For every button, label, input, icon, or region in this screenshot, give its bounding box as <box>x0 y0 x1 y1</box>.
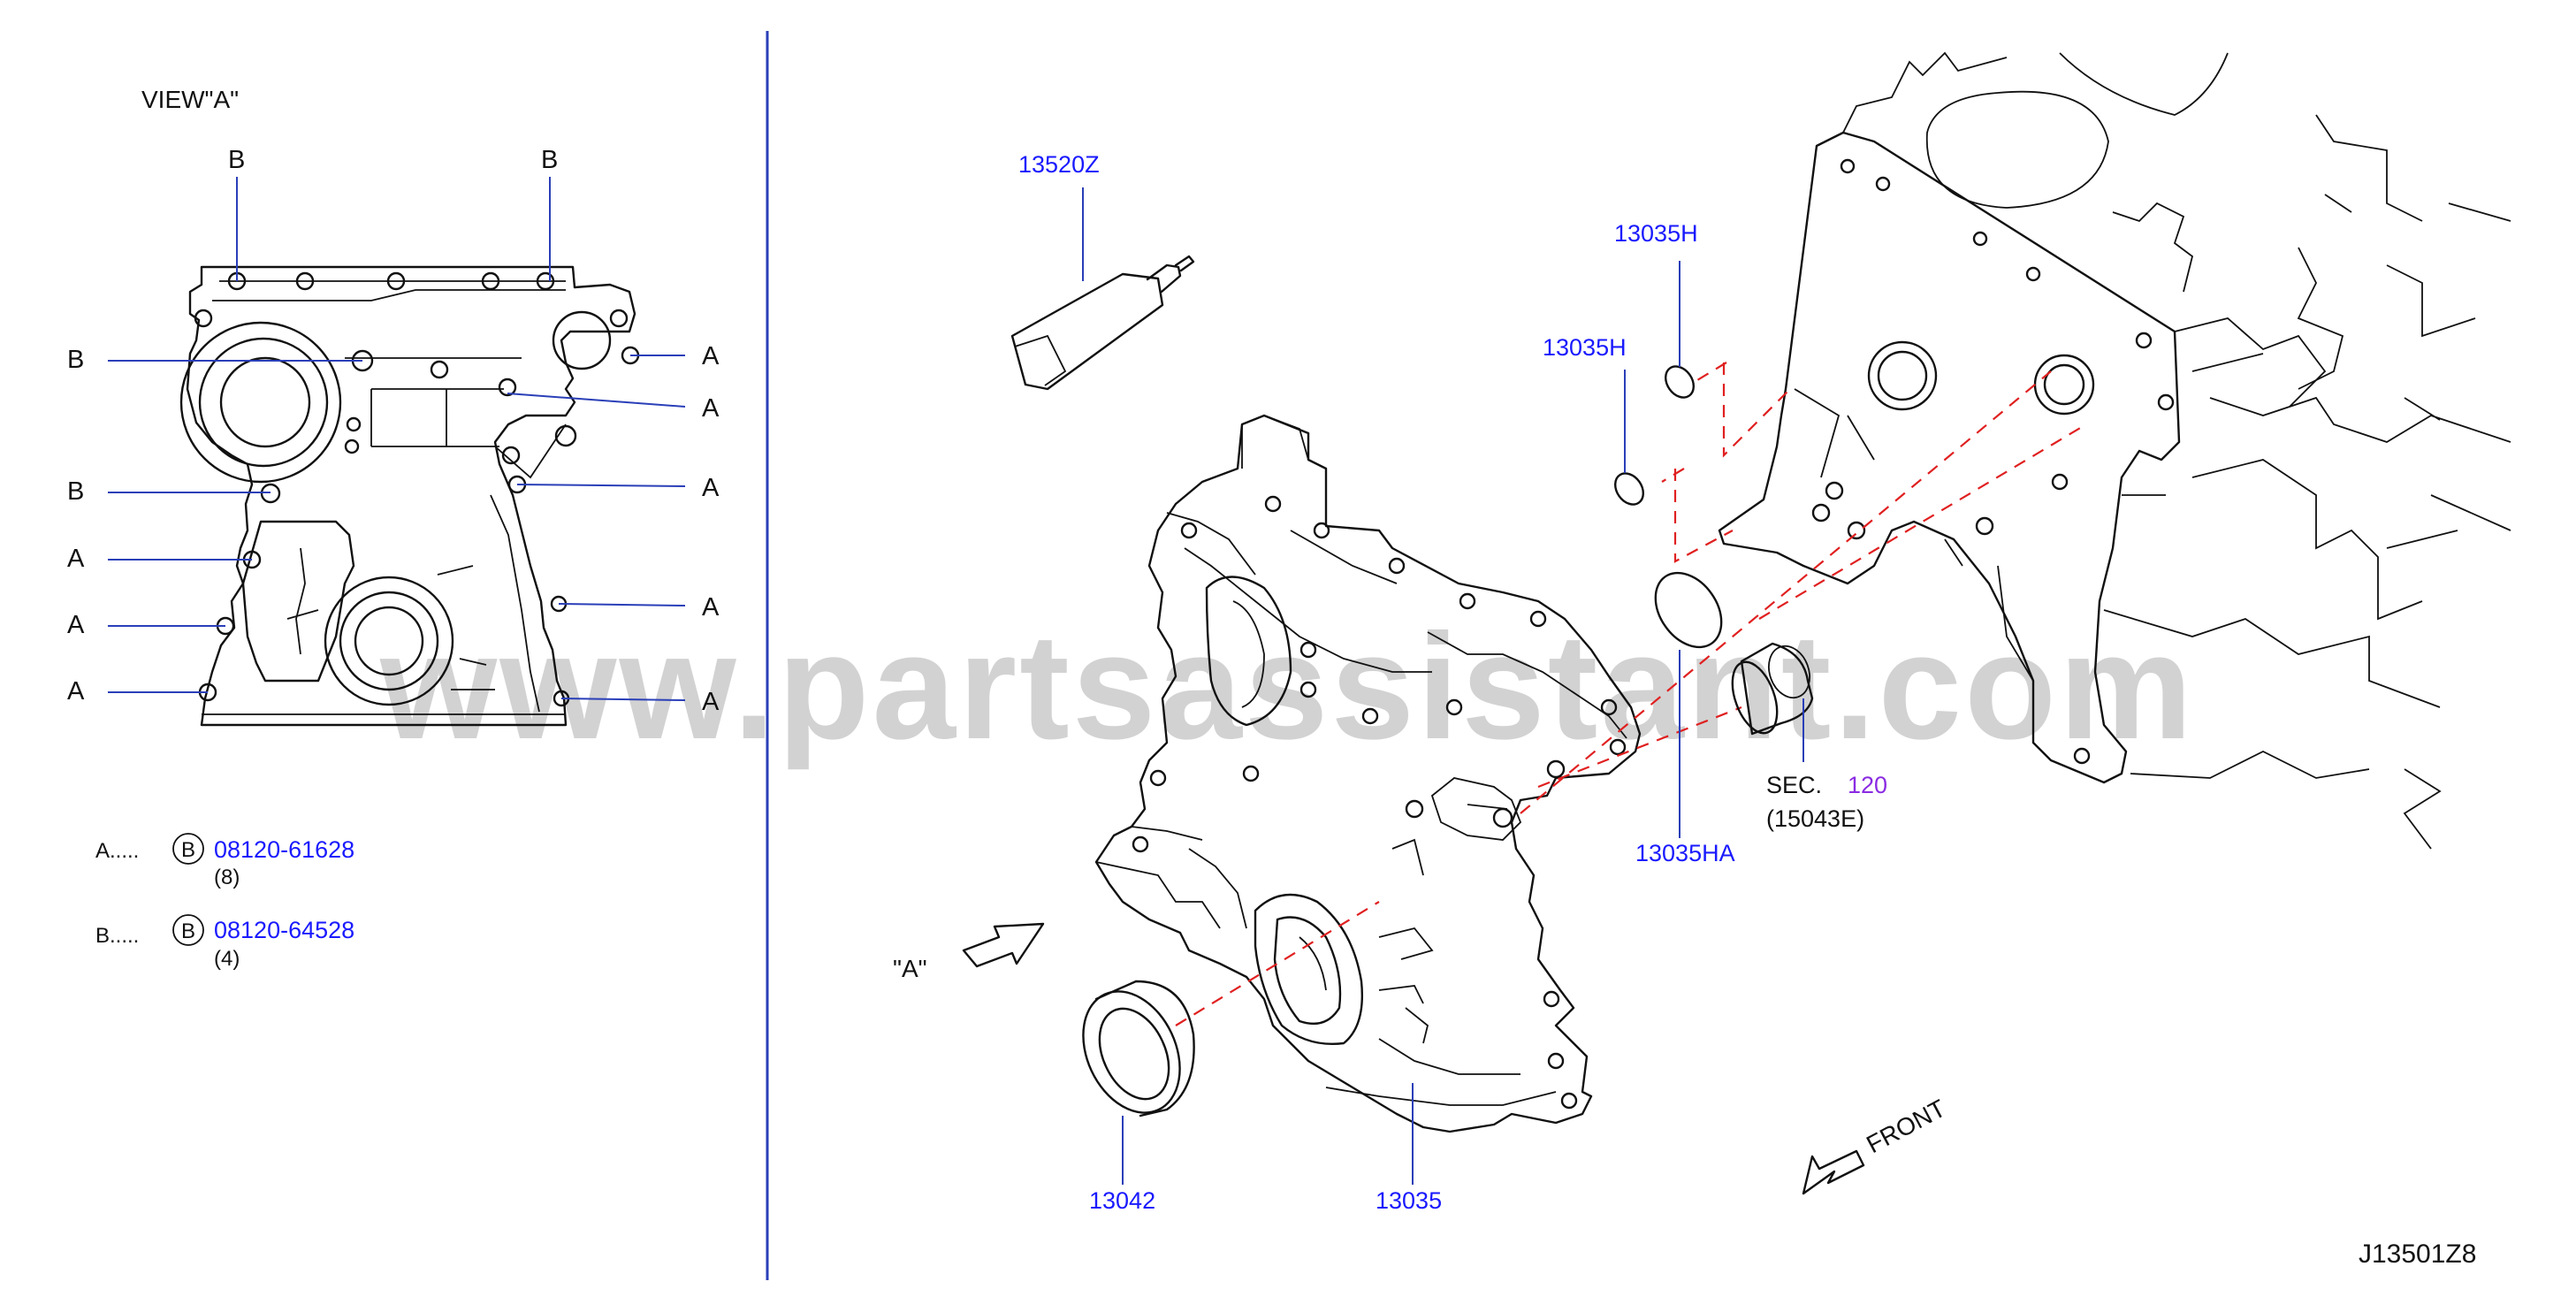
bolt-symbol-icon <box>172 914 204 946</box>
front-label: FRONT <box>1862 1095 1950 1159</box>
timing-cover-drawing <box>1094 414 1642 1133</box>
view-mark-right-3: A <box>702 474 720 502</box>
section-sub-part: (15043E) <box>1766 805 1864 832</box>
part-link-13520z[interactable]: 13520Z <box>1018 151 1100 178</box>
sealant-tube-drawing <box>1010 255 1195 391</box>
bolt-symbol-letter: B <box>181 838 195 862</box>
view-a-panel: VIEW"A" <box>67 86 720 971</box>
bolt-legend: A..... B 08120-61628 (8) B..... B 08120-… <box>95 833 354 971</box>
bolt-symbol-icon <box>172 833 204 865</box>
bolt-part-link[interactable]: 08120-64528 <box>214 917 354 943</box>
view-arrow-label: "A" <box>893 955 927 982</box>
view-mark-right-2: A <box>702 394 720 423</box>
bolt-legend-row-a: A..... B 08120-61628 (8) <box>95 833 354 889</box>
view-a-arrow: "A" <box>893 922 1045 982</box>
bolt-legend-row-b: B..... B 08120-64528 (4) <box>95 914 354 971</box>
view-mark-right-1: A <box>702 342 720 370</box>
view-mark-left-2: B <box>67 477 84 506</box>
part-link-13035ha[interactable]: 13035HA <box>1635 840 1735 866</box>
exploded-view-panel: "A" FRONT 13520Z 13035H 13035H 13035HA 1… <box>893 51 2511 1269</box>
section-label: SEC. <box>1766 772 1822 798</box>
view-mark-left-1: B <box>67 346 84 374</box>
view-mark-left-4: A <box>67 611 85 639</box>
bolt-qty: (4) <box>214 947 240 971</box>
bolt-legend-prefix: A..... <box>95 839 139 863</box>
view-mark-right-5: A <box>702 688 720 716</box>
bolt-qty: (8) <box>214 866 240 889</box>
diagram-id: J13501Z8 <box>2359 1240 2476 1269</box>
seal-15043e-drawing <box>1731 642 1814 736</box>
engine-block-drawing <box>1718 51 2511 850</box>
view-a-leaders <box>108 177 686 701</box>
alignment-dash-lines <box>1175 362 2087 1026</box>
bolt-legend-prefix: B..... <box>95 924 139 948</box>
section-reference: SEC. 120 (15043E) <box>1766 772 1887 832</box>
part-link-13035h-upper[interactable]: 13035H <box>1614 220 1698 247</box>
section-link-120[interactable]: 120 <box>1848 772 1887 798</box>
bolt-symbol-letter: B <box>181 919 195 943</box>
o-ring-13035ha <box>1654 571 1723 649</box>
view-title: VIEW"A" <box>141 86 239 113</box>
view-mark-top-right: B <box>541 146 558 174</box>
o-ring-13035h-upper <box>1664 365 1696 399</box>
view-mark-right-4: A <box>702 593 720 622</box>
exploded-leaders <box>1082 187 1804 1185</box>
bolt-part-link[interactable]: 08120-61628 <box>214 836 354 863</box>
view-mark-top-left: B <box>228 146 245 174</box>
part-link-13035[interactable]: 13035 <box>1376 1187 1442 1214</box>
front-arrow-icon <box>1802 1149 1865 1195</box>
part-link-13035h-lower[interactable]: 13035H <box>1543 334 1627 361</box>
oil-seal-13042-drawing <box>1082 980 1195 1117</box>
part-link-13042[interactable]: 13042 <box>1089 1187 1155 1214</box>
view-mark-left-3: A <box>67 545 85 573</box>
view-mark-left-5: A <box>67 677 85 706</box>
o-ring-13035h-lower <box>1613 472 1645 506</box>
front-arrow: FRONT <box>1802 1095 1950 1195</box>
